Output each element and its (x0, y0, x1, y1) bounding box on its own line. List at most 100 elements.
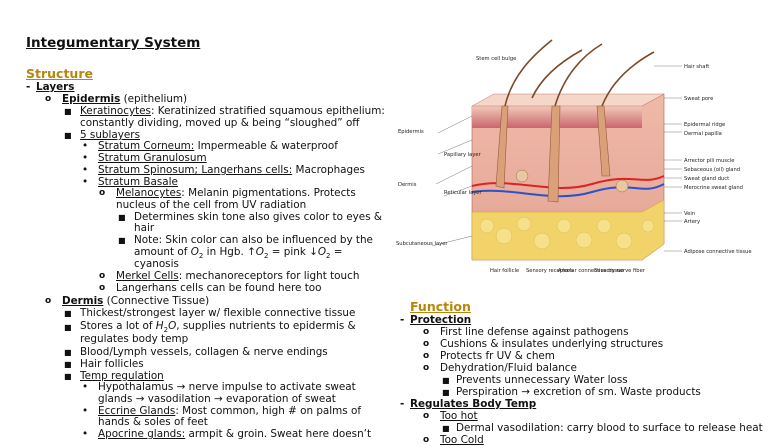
bullet-square: ■ (442, 376, 450, 385)
bullet-o: o (99, 188, 106, 198)
protection-item: First line defense against pathogens (440, 326, 629, 338)
eccrine-desc: : Most common, high # on palms of (175, 405, 362, 417)
protection-item: Cushions & insulates underlying structur… (440, 338, 664, 350)
bullet-square: ■ (64, 107, 72, 116)
note-text: in Hgb. ↑ (203, 246, 256, 258)
bullet-o: o (423, 411, 430, 421)
protection-label: Protection (410, 314, 472, 326)
bullet-o: o (423, 351, 430, 361)
bullet-dot: • (82, 381, 89, 393)
bullet-dot: • (82, 428, 89, 440)
label-sensory-receptors: Sensory receptors (526, 268, 573, 274)
label-sweat-pore: Sweat pore (684, 96, 713, 102)
stores-text: , supplies nutrients to epidermis & (176, 320, 356, 332)
merkel-desc: : mechanoreceptors for light touch (178, 270, 360, 282)
dermis-item: Dermis (Connective Tissue) (62, 295, 209, 307)
stores-text: Stores a lot of (80, 320, 156, 332)
apocrine-term: Apocrine glands: (98, 428, 186, 440)
subscript: 2 (263, 252, 269, 261)
label-adipose: Adipose connective tissue (684, 249, 752, 255)
bullet-dot: • (82, 140, 89, 152)
function-heading: Function (410, 299, 471, 314)
dermal-vasodilation-item: Dermal vasodilation: carry blood to surf… (456, 422, 763, 434)
hypothalamus-item: Hypothalamus → nerve impulse to activate… (98, 381, 356, 393)
stores-item: Stores a lot of H2O, supplies nutrients … (80, 320, 356, 334)
bullet-square: ■ (64, 348, 72, 357)
oxygen-symbol: O (190, 246, 199, 258)
corneum-desc: Impermeable & waterproof (194, 140, 338, 152)
bullet-dot: • (82, 405, 89, 417)
corneum-term: Stratum Corneum: (98, 140, 195, 152)
too-hot-label: Too hot (440, 410, 478, 422)
note-text: amount of (134, 246, 191, 258)
label-reticular: Reticular layer (444, 190, 482, 196)
thickest-item: Thickest/strongest layer w/ flexible con… (80, 307, 356, 319)
note-item: Note: Skin color can also be influenced … (134, 234, 373, 246)
label-hair-follicle: Hair follicle (490, 268, 519, 274)
label-arrector-pili: Arrector pili muscle (684, 158, 734, 164)
keratinocytes-item: Keratinocytes: Keratinized stratified sq… (80, 105, 385, 117)
keratinocytes-desc: : Keratinized stratified squamous epithe… (150, 105, 385, 117)
label-epidermis: Epidermis (398, 129, 424, 135)
apocrine-desc: armpit & groin. Sweat here doesn’t (185, 428, 372, 440)
spinosum-desc: Macrophages (292, 164, 365, 176)
bullet-dot: • (82, 164, 89, 176)
hair-shafts (504, 39, 655, 107)
skin-tone-item-2: hair (134, 222, 155, 234)
water-symbol: O (168, 320, 177, 332)
protection-subitem: Perspiration → excretion of sm. Waste pr… (456, 386, 701, 398)
note-text: = pink ↓ (268, 246, 318, 258)
label-papillary: Papillary layer (444, 152, 482, 158)
protection-item: Protects fr UV & chem (440, 350, 555, 362)
bullet-square: ■ (118, 213, 126, 222)
oxygen-symbol: O (317, 246, 327, 258)
melanocytes-item: Melanocytes: Melanin pigmentations. Prot… (116, 187, 356, 199)
oxygen-symbol: O (255, 246, 264, 258)
hair-follicles (495, 105, 611, 203)
subscript: 2 (198, 252, 204, 261)
label-epidermal-ridge: Epidermal ridge (684, 122, 725, 128)
bullet-dot: • (82, 176, 89, 188)
melanocytes-desc: : Melanin pigmentations. Protects (181, 187, 356, 199)
merkel-item: Merkel Cells: mechanoreceptors for light… (116, 270, 359, 282)
bullet-o: o (99, 271, 106, 281)
bullet-o: o (45, 296, 52, 306)
keratinocytes-term: Keratinocytes (80, 105, 151, 117)
eccrine-term: Eccrine Glands (98, 405, 176, 417)
bullet-square: ■ (64, 372, 72, 381)
basale-item: Stratum Basale (98, 176, 178, 188)
fat-cells (479, 216, 655, 250)
spinosum-item: Stratum Spinosum; Langerhans cells: Macr… (98, 164, 365, 176)
eccrine-item: Eccrine Glands: Most common, high # on p… (98, 405, 361, 417)
too-cold-label: Too Cold (440, 434, 484, 446)
note-text: = (330, 246, 343, 258)
label-areolar: Areolar connective tissue (558, 268, 624, 274)
stores-item-2: regulates body temp (80, 333, 189, 345)
label-dermal-papilla: Dermal papilla (684, 131, 722, 137)
water-symbol: H (155, 320, 164, 332)
eccrine-item-2: hands & soles of feet (98, 416, 208, 428)
dash-bullet: - (400, 314, 405, 326)
bullet-o: o (423, 339, 430, 349)
spinosum-term: Stratum Spinosum; Langerhans cells: (98, 164, 293, 176)
protection-item: Dehydration/Fluid balance (440, 362, 577, 374)
dermis-term: Dermis (62, 295, 104, 307)
keratinocytes-desc-2: constantly dividing, moved up & being “s… (80, 117, 360, 129)
label-artery: Artery (684, 219, 700, 225)
bullet-square: ■ (64, 360, 72, 369)
label-sebaceous: Sebaceous (oil) gland (684, 167, 740, 173)
corneum-item: Stratum Corneum: Impermeable & waterproo… (98, 140, 338, 152)
skin-tone-item: Determines skin tone also gives color to… (134, 211, 383, 223)
apocrine-item: Apocrine glands: armpit & groin. Sweat h… (98, 428, 371, 440)
bullet-o: o (423, 363, 430, 373)
temp-regulation-item: Temp regulation (80, 370, 164, 382)
hair-follicles-item: Hair follicles (80, 358, 144, 370)
granulosum-item: Stratum Granulosum (98, 152, 207, 164)
skin-surface (471, 93, 665, 107)
bullet-o: o (45, 94, 52, 104)
melanocytes-term: Melanocytes (116, 187, 182, 199)
skin-cross-section-diagram: Epidermis Papillary layer Dermis Reticul… (396, 39, 752, 274)
dash-bullet: - (400, 398, 405, 410)
label-sweat-duct: Sweat gland duct (684, 176, 729, 182)
layers-label: Layers (36, 81, 75, 93)
